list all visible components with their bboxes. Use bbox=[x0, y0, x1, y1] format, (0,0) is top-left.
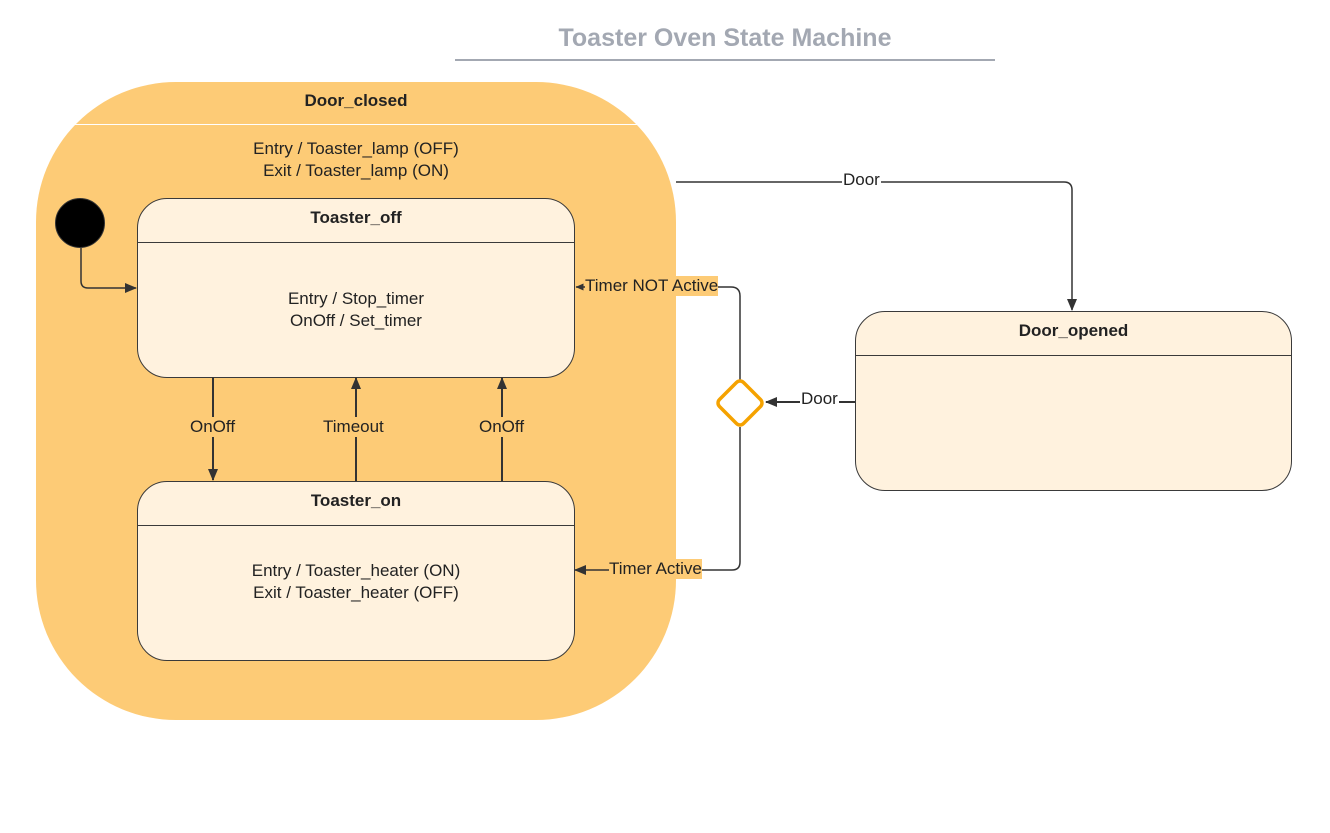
toaster-on-divider bbox=[138, 525, 574, 526]
toaster-on-title: Toaster_on bbox=[310, 491, 402, 510]
door-close-label: Door bbox=[800, 389, 839, 409]
diagram-title: Toaster Oven State Machine bbox=[558, 24, 892, 52]
toaster-off-title: Toaster_off bbox=[310, 208, 402, 227]
timer-active-label: Timer Active bbox=[609, 559, 702, 579]
door-opened-state[interactable]: Door_opened bbox=[855, 311, 1292, 491]
toaster-on-state[interactable]: Toaster_on Entry / Toaster_heater (ON) E… bbox=[137, 481, 575, 661]
toaster-on-actions: Entry / Toaster_heater (ON) Exit / Toast… bbox=[138, 560, 574, 604]
door-open-arrow bbox=[676, 181, 1077, 311]
toaster-off-divider bbox=[138, 242, 574, 243]
toaster-off-actions: Entry / Stop_timer OnOff / Set_timer bbox=[138, 288, 574, 332]
door-closed-title: Door_closed bbox=[304, 91, 408, 110]
toaster-on-entry-action: Entry / Toaster_heater (ON) bbox=[251, 561, 461, 580]
door-opened-divider bbox=[856, 355, 1291, 356]
toaster-off-entry-action: Entry / Stop_timer bbox=[287, 289, 425, 308]
door-closed-actions: Entry / Toaster_lamp (OFF) Exit / Toaste… bbox=[36, 138, 676, 182]
door-closed-exit-action: Exit / Toaster_lamp (ON) bbox=[263, 161, 449, 180]
door-opened-title: Door_opened bbox=[1018, 321, 1129, 340]
initial-state-dot[interactable] bbox=[55, 198, 105, 248]
door-open-label: Door bbox=[842, 170, 881, 190]
door-closed-entry-action: Entry / Toaster_lamp (OFF) bbox=[253, 139, 459, 158]
toaster-on-exit-action: Exit / Toaster_heater (OFF) bbox=[253, 583, 459, 602]
timer-not-active-label: Timer NOT Active bbox=[585, 276, 719, 296]
timeout-label: Timeout bbox=[323, 417, 384, 437]
door-closed-divider bbox=[64, 124, 648, 125]
timer-not-active-text: Timer NOT Active bbox=[585, 276, 719, 295]
timer-active-arrow bbox=[574, 427, 741, 575]
initial-transition-arrow bbox=[80, 248, 137, 293]
timer-not-active-arrow bbox=[575, 283, 741, 380]
choice-diamond[interactable] bbox=[716, 379, 764, 427]
toaster-off-onoff-action: OnOff / Set_timer bbox=[290, 311, 422, 330]
onoff-down-label: OnOff bbox=[190, 417, 236, 437]
toaster-off-state[interactable]: Toaster_off Entry / Stop_timer OnOff / S… bbox=[137, 198, 575, 378]
onoff-up-label: OnOff bbox=[479, 417, 525, 437]
title-underline bbox=[455, 59, 995, 61]
